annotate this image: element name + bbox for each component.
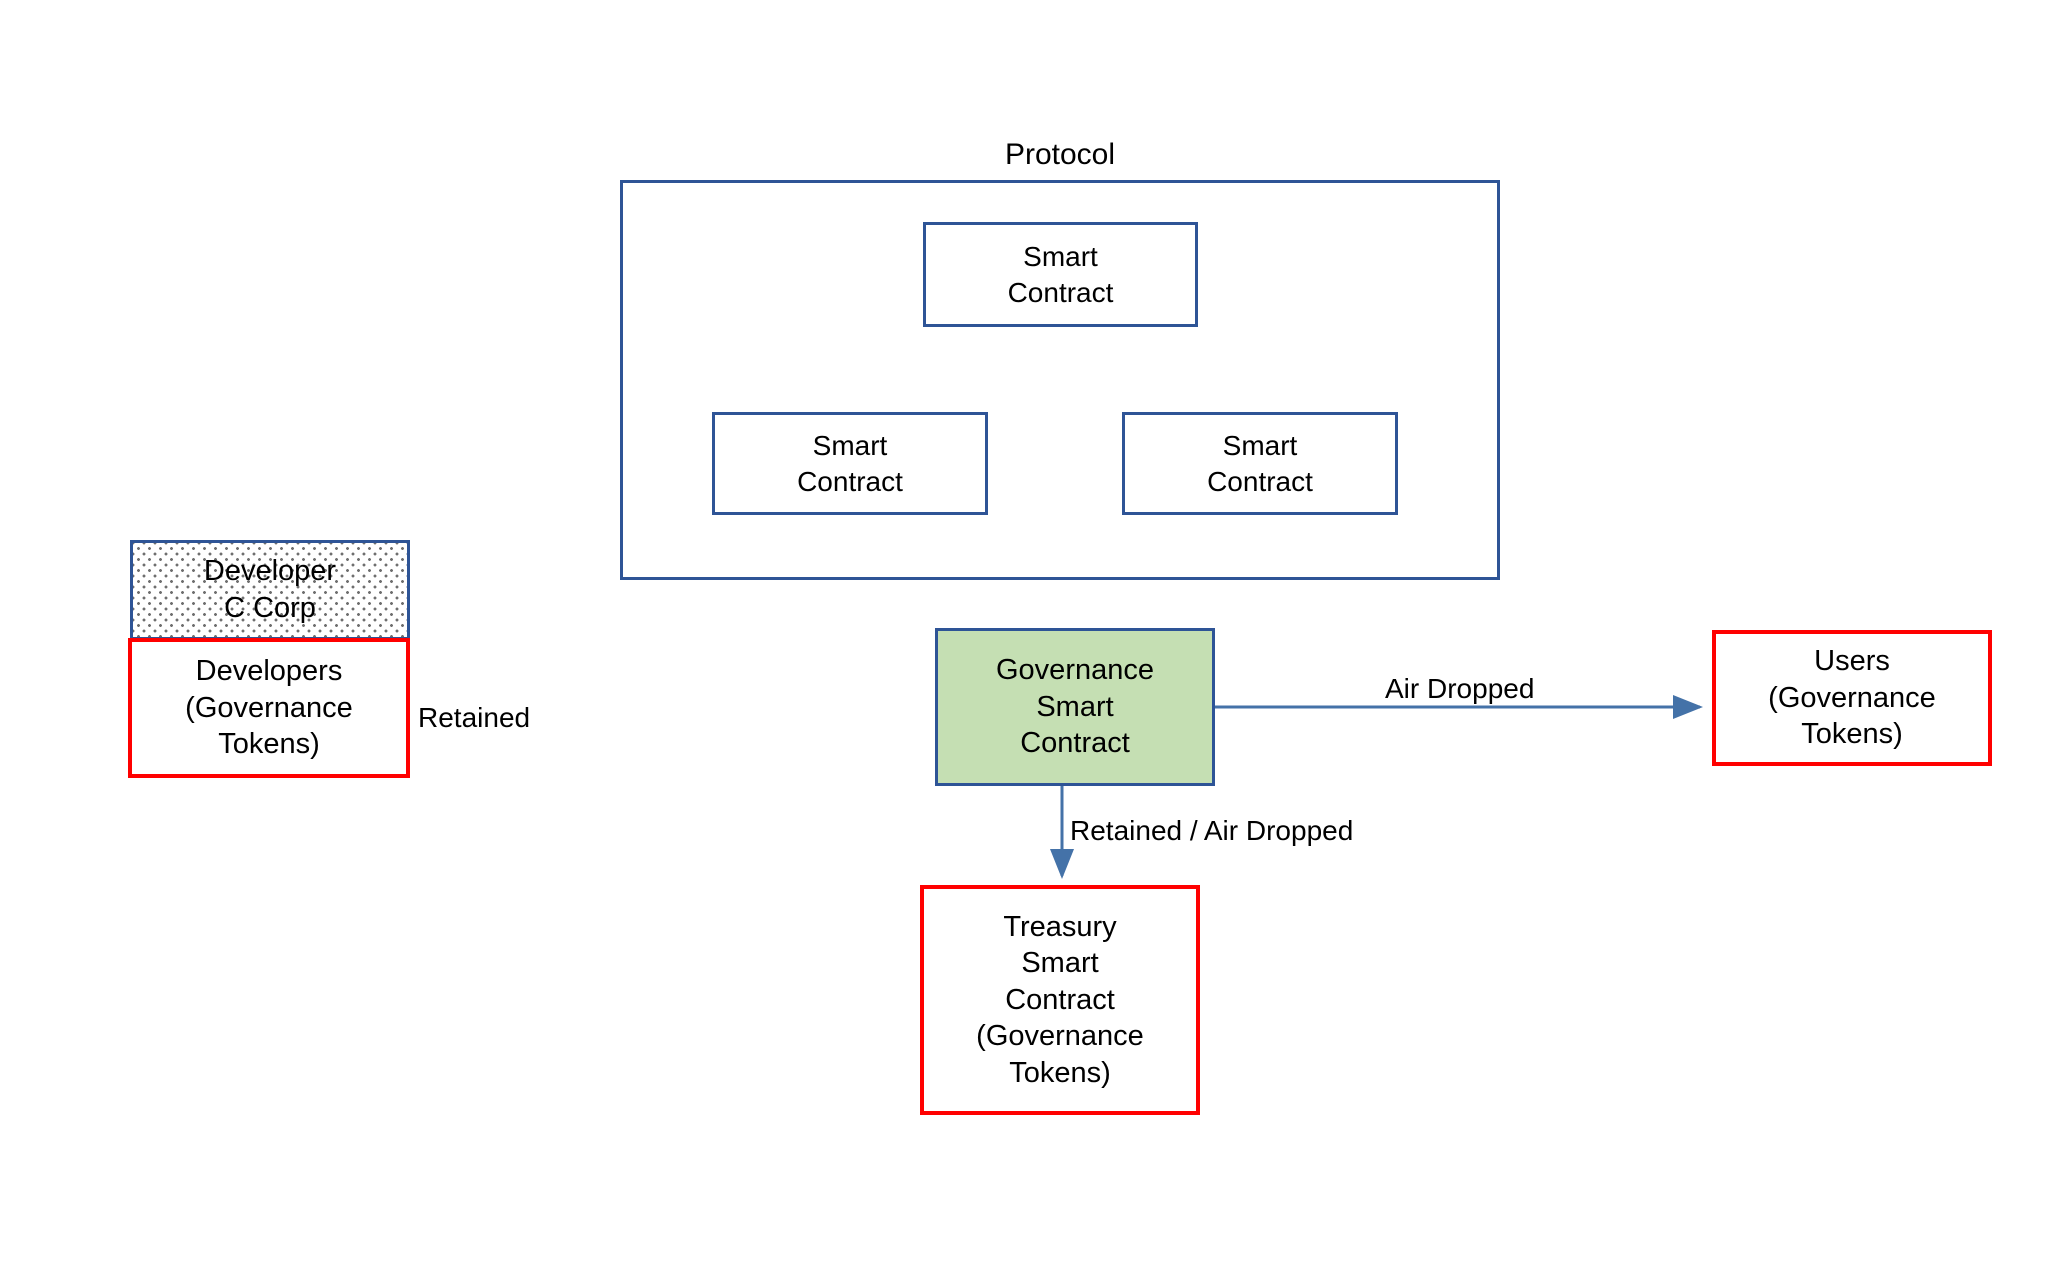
- edge-label-retained-air-dropped: Retained / Air Dropped: [1070, 815, 1354, 846]
- edge-label-retained: Retained: [418, 702, 531, 733]
- developers-governance-tokens-box[interactable]: Developers (Governance Tokens): [128, 638, 410, 778]
- smart-contract-right[interactable]: Smart Contract: [1122, 412, 1398, 515]
- developer-c-corp-box[interactable]: Developer C Corp: [130, 540, 410, 640]
- governance-smart-contract-box[interactable]: Governance Smart Contract: [935, 628, 1215, 786]
- smart-contract-left[interactable]: Smart Contract: [712, 412, 988, 515]
- smart-contract-top[interactable]: Smart Contract: [923, 222, 1198, 327]
- edge-label-air-dropped: Air Dropped: [1385, 673, 1535, 704]
- protocol-title: Protocol: [1004, 138, 1116, 171]
- users-governance-tokens-box[interactable]: Users (Governance Tokens): [1712, 630, 1992, 766]
- treasury-smart-contract-box[interactable]: Treasury Smart Contract (Governance Toke…: [920, 885, 1200, 1115]
